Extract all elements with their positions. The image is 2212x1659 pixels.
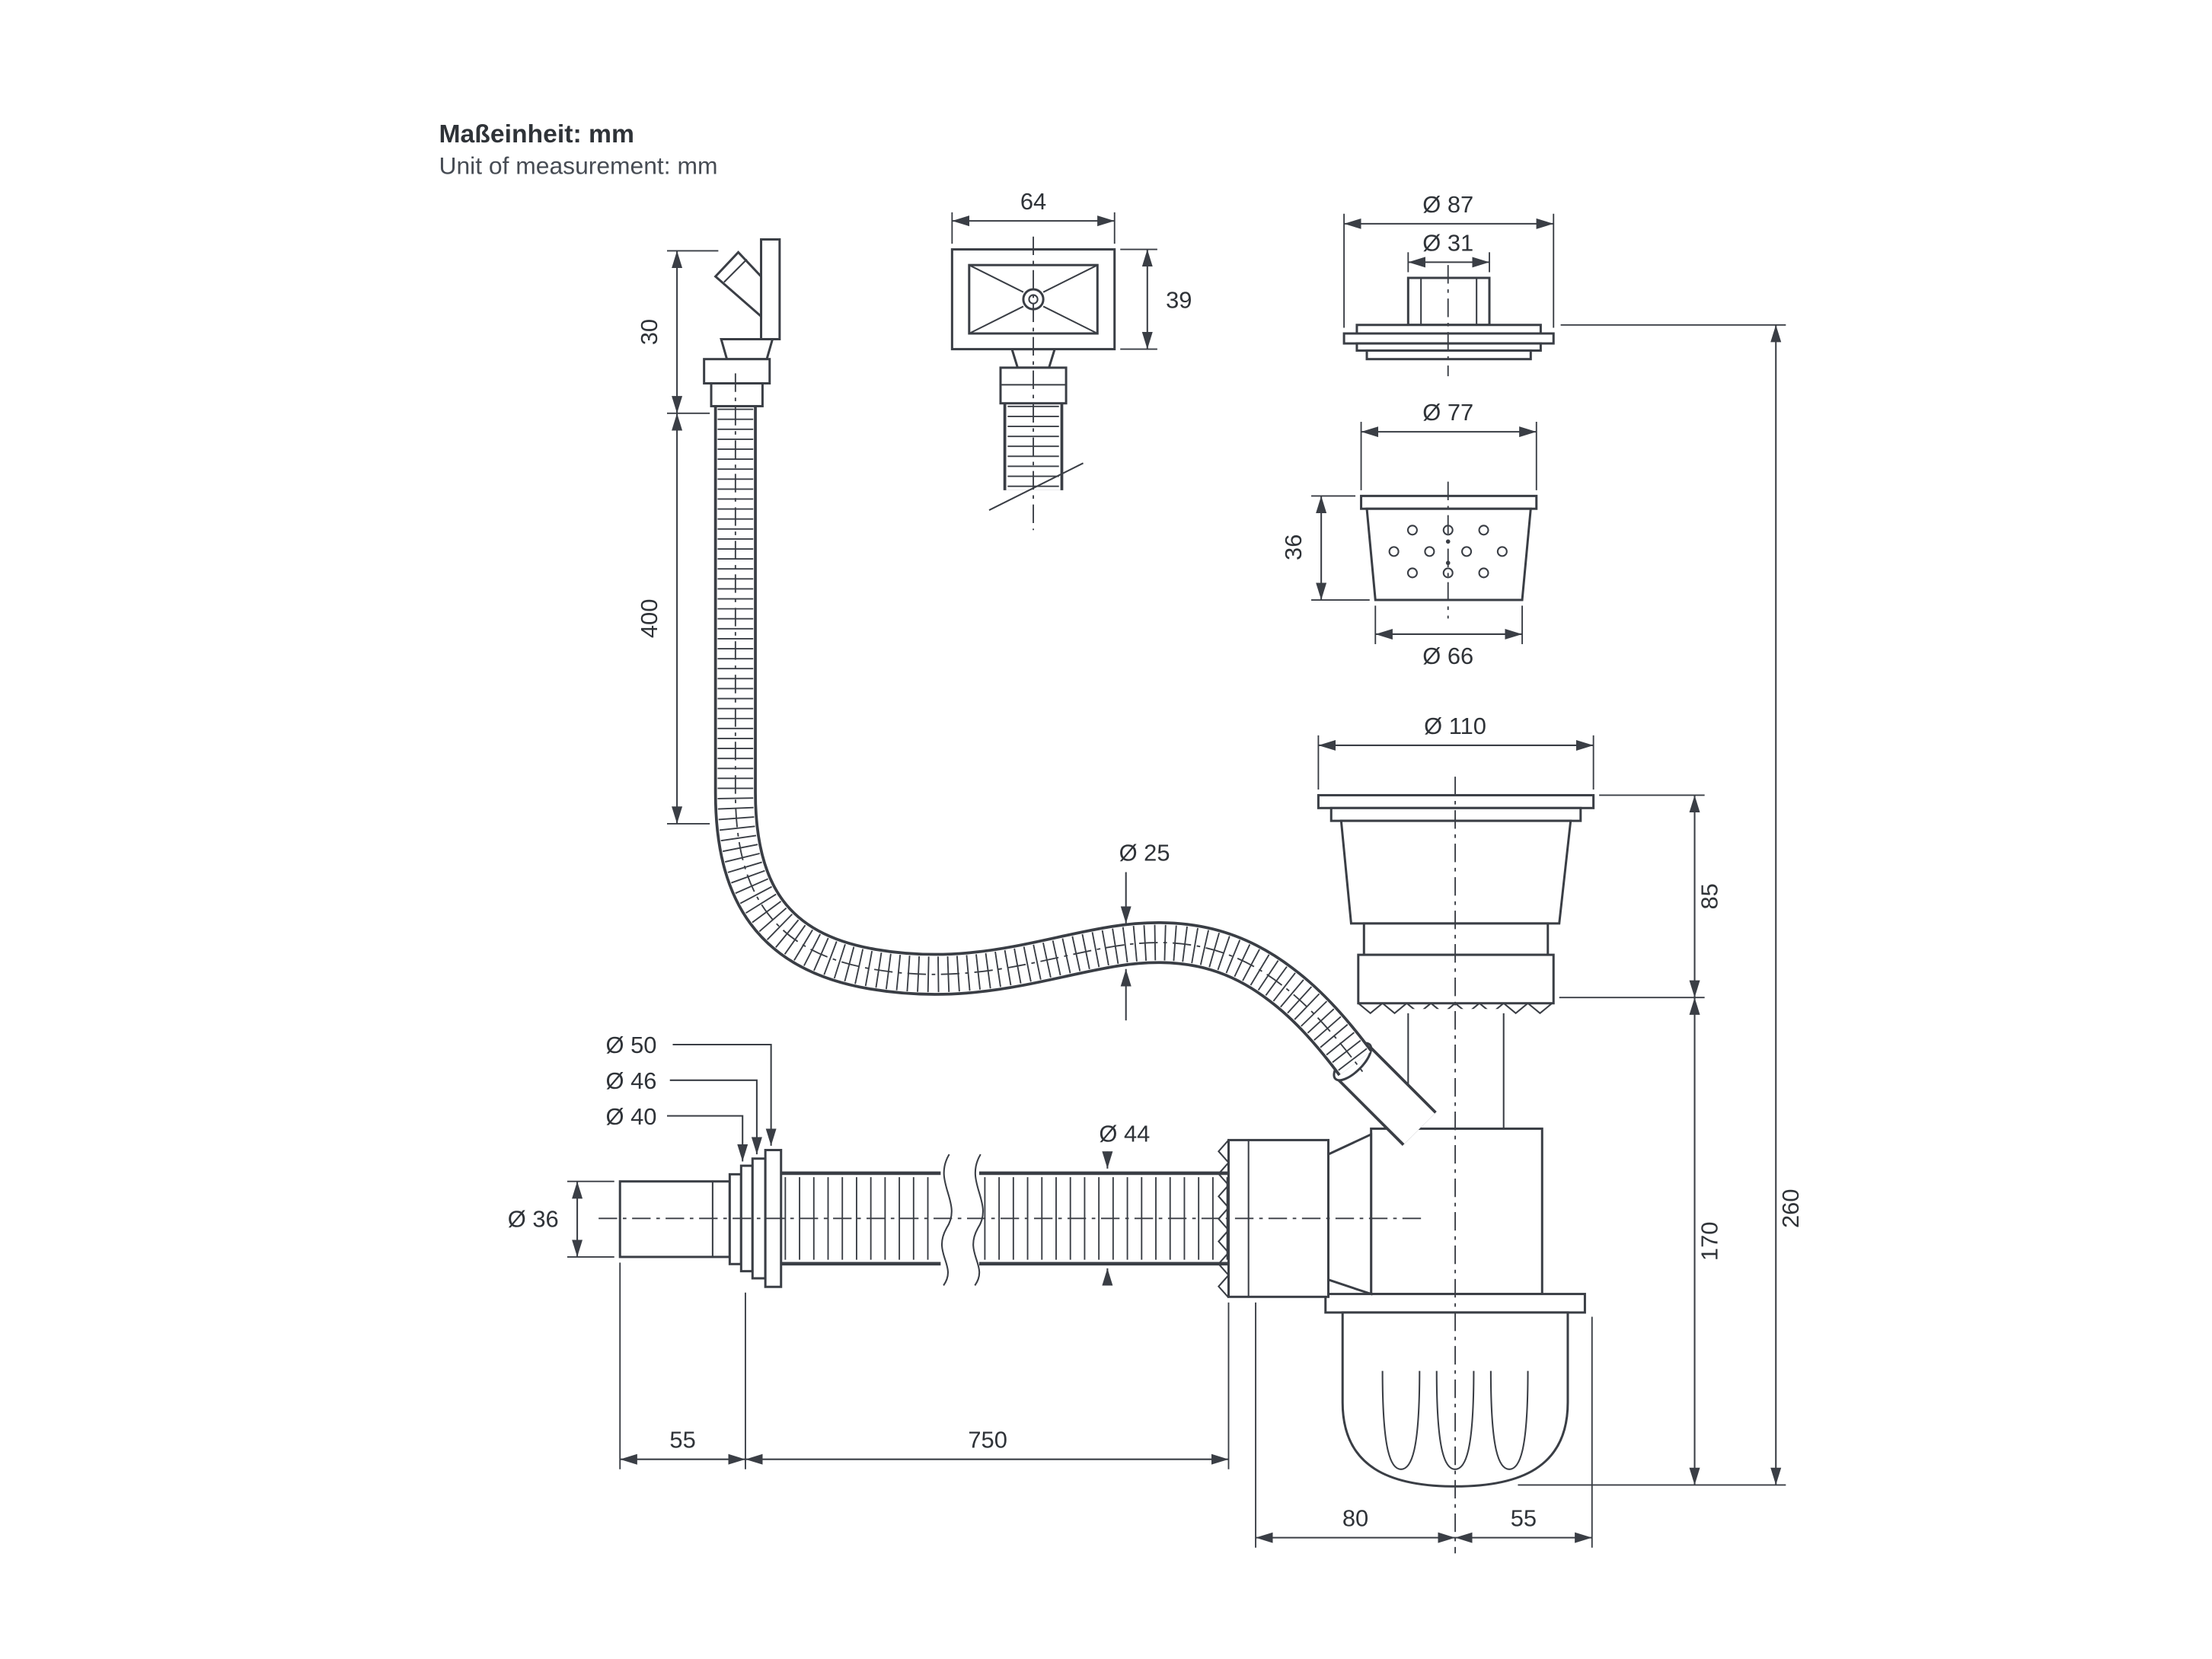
dim-260: 260 (1560, 324, 1804, 1485)
dim-label-66: Ø 66 (1422, 643, 1473, 669)
dim-label-25: Ø 25 (1119, 840, 1170, 866)
trap-housing (1370, 1127, 1543, 1296)
dim-30: 30 (636, 250, 719, 414)
elbow-collar (703, 358, 771, 385)
dim-66: Ø 66 (1374, 605, 1523, 669)
elbow-snout (713, 250, 763, 319)
adapter (728, 1149, 783, 1288)
unit-label-en: Unit of measurement: mm (439, 152, 718, 179)
dim-label-260: 260 (1777, 1189, 1804, 1229)
dim-label-39: 39 (1166, 286, 1192, 313)
dim-80: 80 (1255, 1302, 1456, 1548)
dim-label-36-pipe: Ø 36 (508, 1206, 559, 1233)
dim-label-44: Ø 44 (1099, 1120, 1150, 1147)
dim-label-80: 80 (1342, 1505, 1368, 1532)
overflow-front-view (950, 236, 1116, 531)
dim-label-31: Ø 31 (1422, 229, 1473, 256)
drain-cap (1342, 265, 1555, 377)
overflow-hose (713, 403, 1373, 1077)
dim-87: Ø 87 (1343, 191, 1555, 328)
drain-body (1317, 793, 1595, 1488)
outlet-cone (1327, 1132, 1373, 1296)
dim-85: 85 (1559, 794, 1722, 999)
body-cup (1339, 819, 1572, 925)
dim-36-strainer: 36 (1280, 495, 1370, 601)
dim-110: Ø 110 (1317, 713, 1594, 790)
dim-label-50: Ø 50 (606, 1032, 657, 1058)
dim-750: 750 (745, 1302, 1230, 1469)
dim-400: 400 (636, 413, 710, 825)
unit-label-de: Maßeinheit: mm (439, 120, 634, 148)
elbow-plate (760, 238, 781, 340)
hose-corrugation-ticks (1007, 405, 1059, 487)
dim-label-400: 400 (636, 599, 662, 639)
dim-77: Ø 77 (1360, 399, 1537, 490)
dim-label-40: Ø 40 (606, 1103, 657, 1130)
dim-170: 170 (1518, 997, 1786, 1486)
break-symbol (940, 1153, 984, 1286)
dim-55-left: 55 (619, 1262, 746, 1469)
dim-36-pipe: Ø 36 (508, 1180, 614, 1258)
dim-label-64: 64 (1020, 188, 1046, 215)
dim-label-750: 750 (968, 1427, 1007, 1453)
overflow-elbow (703, 238, 781, 407)
dim-46: Ø 46 (606, 1067, 762, 1155)
dim-label-30: 30 (636, 319, 662, 345)
dim-label-55-right: 55 (1511, 1505, 1537, 1532)
centerlines (598, 373, 1457, 1554)
dim-label-85: 85 (1696, 883, 1722, 909)
dim-label-55-left: 55 (669, 1427, 695, 1453)
dim-label-36-strainer: 36 (1280, 534, 1307, 560)
strainer-basket (1360, 481, 1538, 619)
title-block: Maßeinheit: mm Unit of measurement: mm (439, 120, 718, 179)
dim-label-87: Ø 87 (1422, 191, 1473, 218)
dim-40: Ø 40 (606, 1103, 749, 1162)
dim-39: 39 (1120, 248, 1192, 350)
dim-label-46: Ø 46 (606, 1067, 657, 1094)
dim-55-right: 55 (1455, 1316, 1593, 1548)
dim-50: Ø 50 (606, 1032, 777, 1146)
dim-label-77: Ø 77 (1422, 399, 1473, 426)
outlet-nut (1217, 1132, 1373, 1299)
dim-31: Ø 31 (1407, 229, 1490, 273)
dim-25: Ø 25 (1119, 840, 1170, 1021)
dim-44: Ø 44 (1099, 1120, 1150, 1286)
dim-label-170: 170 (1696, 1222, 1722, 1262)
dim-64: 64 (951, 188, 1116, 244)
dim-label-110: Ø 110 (1424, 713, 1486, 739)
